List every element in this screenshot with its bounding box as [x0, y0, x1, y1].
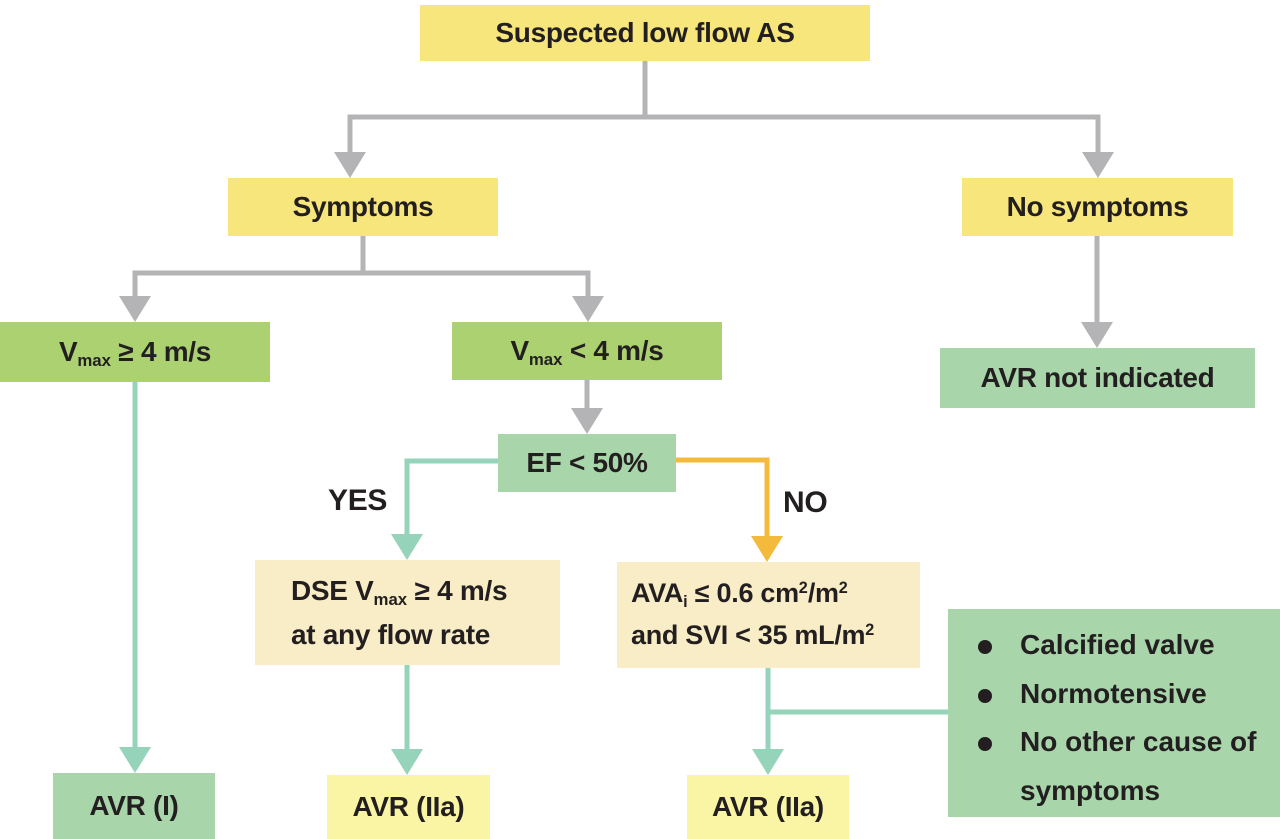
edge-root-branch	[347, 114, 1101, 155]
criteria-item: Calcified valve	[948, 621, 1280, 670]
criteria-items: Calcified valve Normotensive No other ca…	[948, 621, 1280, 816]
node-vmax-lt-4: Vmax < 4 m/s	[452, 322, 722, 380]
arrowhead-to-avr-not-indicated	[1081, 322, 1113, 348]
bullet-icon	[978, 640, 992, 655]
node-ef-lt-50: EF < 50%	[498, 434, 676, 492]
node-label: AVR (IIa)	[352, 791, 465, 822]
edge-label-yes: YES	[328, 484, 388, 517]
node-suspected-low-flow-as: Suspected low flow AS	[420, 5, 870, 61]
arrowhead-to-symptoms	[334, 152, 366, 178]
node-criteria-list: Calcified valve Normotensive No other ca…	[948, 609, 1280, 817]
node-label: Vmax ≥ 4 m/s	[58, 336, 212, 371]
node-label: AVR (IIa)	[712, 791, 824, 822]
criteria-item: No other cause of symptoms	[948, 718, 1280, 815]
arrowhead-to-vmax-ge	[119, 296, 151, 322]
node-label-line1: AVAi ≤ 0.6 cm2/m2	[631, 578, 848, 612]
edge-ef-no	[676, 457, 770, 538]
bullet-icon	[978, 737, 992, 752]
arrowhead-to-avr-iia-left	[391, 749, 423, 775]
node-avr-i: AVR (I)	[53, 773, 215, 839]
arrowhead-to-dse	[391, 534, 423, 560]
node-label: No symptoms	[1006, 191, 1189, 222]
node-dse-vmax: DSE Vmax ≥ 4 m/s at any flow rate	[255, 560, 560, 665]
node-label: AVR not indicated	[980, 362, 1215, 393]
arrowhead-to-vmax-lt	[572, 296, 604, 322]
arrowhead-to-no-symptoms	[1082, 152, 1114, 178]
edge-ef-yes	[404, 458, 500, 536]
arrowhead-to-avr-iia-right	[752, 749, 784, 775]
bullet-icon	[978, 688, 992, 703]
node-ava-svi: AVAi ≤ 0.6 cm2/m2 and SVI < 35 mL/m2	[617, 562, 920, 668]
arrowhead-to-avr-i	[119, 747, 151, 773]
node-symptoms: Symptoms	[228, 178, 498, 236]
node-label-line1: DSE Vmax ≥ 4 m/s	[291, 575, 508, 610]
node-label: Suspected low flow AS	[495, 17, 795, 48]
criteria-item: Normotensive	[948, 670, 1280, 719]
arrowhead-to-ef	[571, 408, 603, 434]
node-avr-iia-right: AVR (IIa)	[687, 775, 849, 839]
node-label: Symptoms	[292, 191, 434, 222]
edge-ava-to-avr-iia-right	[765, 668, 948, 751]
node-label: EF < 50%	[526, 447, 648, 478]
node-label-line2: and SVI < 35 mL/m2	[631, 620, 875, 650]
node-no-symptoms: No symptoms	[962, 178, 1233, 236]
node-avr-iia-left: AVR (IIa)	[327, 775, 490, 839]
arrowhead-to-ava	[751, 536, 783, 562]
edge-symptoms-branch	[132, 270, 591, 300]
node-label: AVR (I)	[89, 790, 179, 821]
node-avr-not-indicated: AVR not indicated	[940, 348, 1255, 408]
node-label: Vmax < 4 m/s	[510, 335, 664, 370]
edge-label-no: NO	[783, 486, 828, 519]
node-label-line2: at any flow rate	[291, 618, 491, 650]
node-vmax-ge-4: Vmax ≥ 4 m/s	[0, 322, 270, 382]
